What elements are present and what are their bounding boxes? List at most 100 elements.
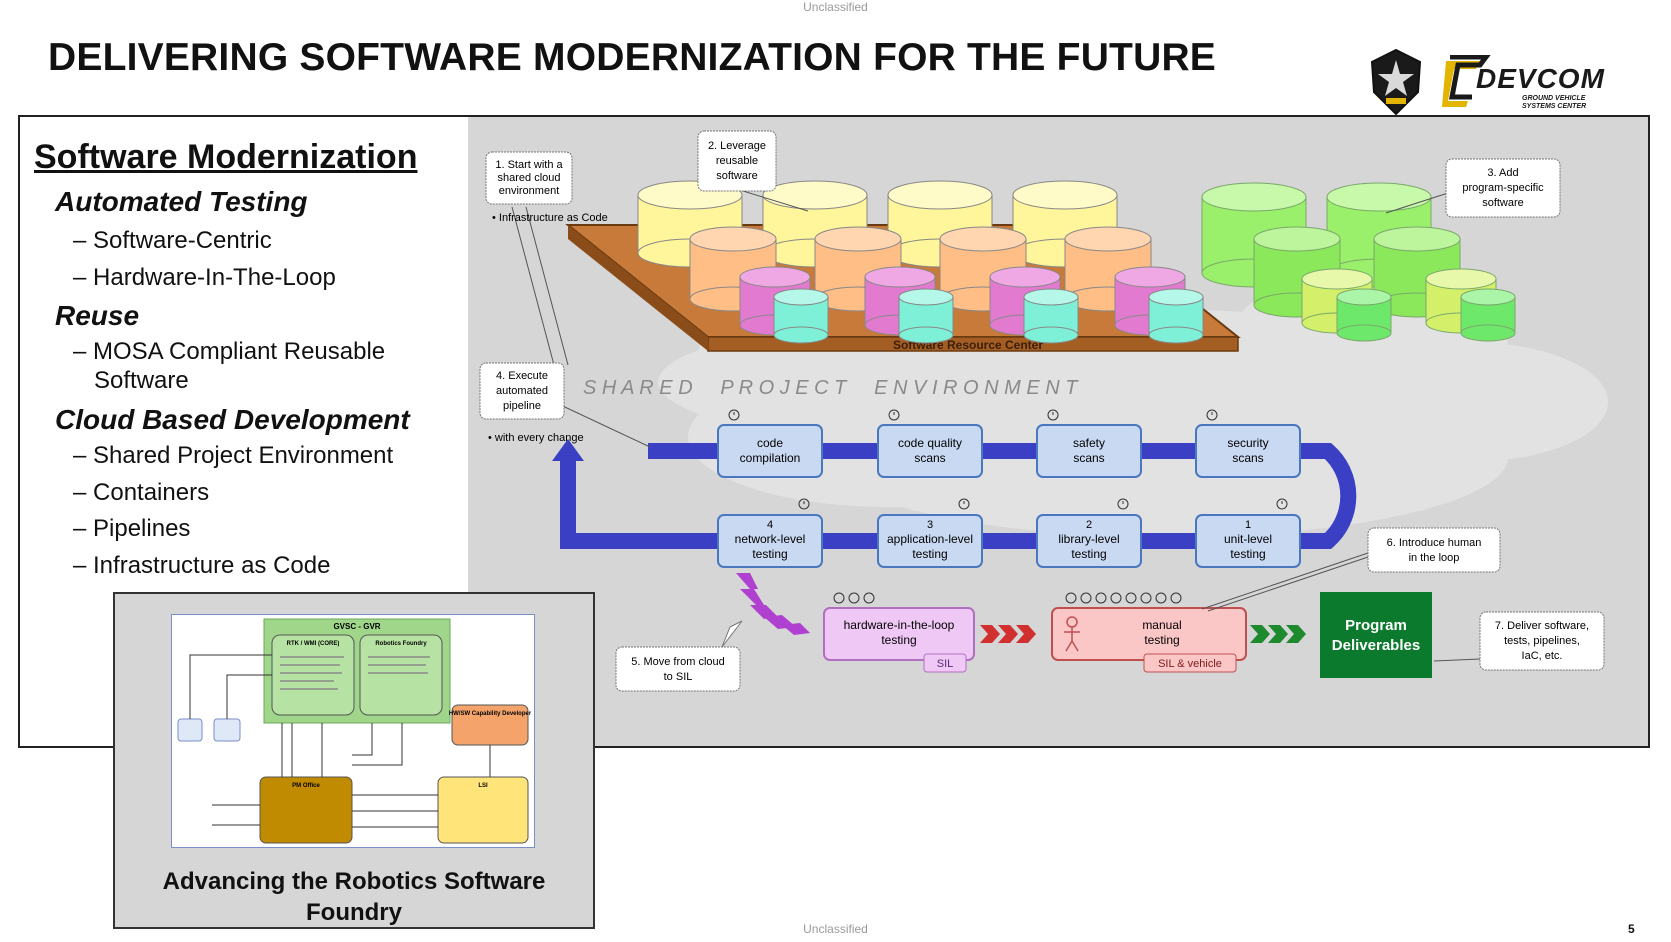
stage-label: scans xyxy=(914,451,945,465)
program-deliverables-box: Program Deliverables xyxy=(1320,592,1432,678)
devcom-logo-mark xyxy=(1442,54,1491,107)
stage-library-level-testing: 2 library-level testing xyxy=(1036,514,1142,568)
stopwatch-icon xyxy=(798,498,810,510)
callout-7: 7. Deliver software, tests, pipelines, I… xyxy=(1433,611,1605,671)
stopwatch-icon xyxy=(1117,498,1129,510)
section-automated-testing: Automated Testing xyxy=(55,186,308,217)
callout-5: 5. Move from cloud to SIL xyxy=(615,620,743,692)
stage-label: testing xyxy=(1230,547,1265,561)
reusable-software-cylinders xyxy=(637,180,1204,344)
stopwatch-icon xyxy=(1110,592,1122,604)
callout-text: automated xyxy=(496,385,548,397)
stopwatch-icon xyxy=(863,592,875,604)
cylinder-cyan xyxy=(773,288,829,344)
org-right-box-label: Robotics Foundry xyxy=(375,641,427,647)
stopwatch-icon xyxy=(1095,592,1107,604)
sil-vehicle-tag: SIL & vehicle xyxy=(1158,658,1222,670)
stage-number: 4 xyxy=(767,519,773,531)
callouts: 1. Start with a shared cloud environment… xyxy=(479,130,1605,692)
software-modernization-heading: Software Modernization xyxy=(34,138,418,176)
list-item: – MOSA Compliant Reusable xyxy=(73,338,386,365)
stopwatch-icon xyxy=(1080,592,1092,604)
stage-network-level-testing: 4 network-level testing xyxy=(717,514,823,568)
slide-title: DELIVERING SOFTWARE MODERNIZATION FOR TH… xyxy=(48,36,1217,79)
section-cloud-development: Cloud Based Development xyxy=(55,404,410,435)
callout-text: 1. Start with a xyxy=(495,159,563,171)
pipeline-bottom-row: 4 network-level testing 3 application-le… xyxy=(717,514,1301,568)
inset-caption-line1: Advancing the Robotics Software xyxy=(162,868,546,895)
stage-label: testing xyxy=(1071,547,1106,561)
callout-text: 6. Introduce human xyxy=(1387,537,1482,549)
hil-label: testing xyxy=(881,633,916,647)
stage-label: testing xyxy=(752,547,787,561)
devcom-logo-subtext: GROUND VEHICLE SYSTEMS CENTER xyxy=(1522,95,1587,110)
stopwatch-icon xyxy=(888,409,900,421)
hil-label: hardware-in-the-loop xyxy=(844,618,955,632)
callout-bullet: • Infrastructure as Code xyxy=(492,212,608,224)
stage-code-quality-scans: code quality scans xyxy=(877,424,983,478)
callout-text: in the loop xyxy=(1409,552,1460,564)
stage-label: security xyxy=(1227,436,1268,450)
stage-safety-scans: safety scans xyxy=(1036,424,1142,478)
stopwatch-icon xyxy=(1155,592,1167,604)
callout-text: pipeline xyxy=(503,400,541,412)
cylinder-green xyxy=(1460,288,1516,342)
inset-caption: Advancing the Robotics Software Foundry xyxy=(113,866,595,928)
stage-label: application-level xyxy=(887,532,973,546)
callout-4: 4. Execute automated pipeline • with eve… xyxy=(479,362,651,448)
callout-text: software xyxy=(1482,197,1524,209)
org-left-box-label: RTK / WMI (CORE) xyxy=(287,641,340,647)
manual-label: testing xyxy=(1144,633,1179,647)
stopwatch-icon xyxy=(1065,592,1077,604)
sil-tag: SIL xyxy=(937,658,954,670)
shared-environment-label: S H A R E D P R O J E C T E N V I R O N … xyxy=(583,377,1079,399)
callout-text: 5. Move from cloud xyxy=(631,656,725,668)
stopwatch-icon xyxy=(848,592,860,604)
org-chart-thumbnail: GVSC - GVR RTK / WMI (CORE) Robotics Fou… xyxy=(171,614,535,848)
callout-text: 2. Leverage xyxy=(708,140,766,152)
stopwatch-icon xyxy=(1140,592,1152,604)
pipeline-diagram: Software Resource Center S H A R E D xyxy=(479,130,1608,692)
callout-text: software xyxy=(716,170,758,182)
list-item: – Infrastructure as Code xyxy=(73,552,331,579)
callout-text: tests, pipelines, xyxy=(1504,635,1580,647)
program-specific-cylinders xyxy=(1201,182,1516,342)
stage-unit-level-testing: 1 unit-level testing xyxy=(1195,514,1301,568)
org-chart-graphic: GVSC - GVR RTK / WMI (CORE) Robotics Fou… xyxy=(177,618,532,844)
org-pm-label: PM Office xyxy=(292,783,320,789)
stage-label: testing xyxy=(912,547,947,561)
callout-text: environment xyxy=(499,185,560,197)
callout-bullet: • with every change xyxy=(488,432,584,444)
section-reuse: Reuse xyxy=(55,300,140,331)
hil-testing-box: hardware-in-the-loop testing SIL xyxy=(823,607,975,673)
stopwatch-icon xyxy=(728,409,740,421)
green-chevrons xyxy=(1250,625,1306,643)
list-item: – Software-Centric xyxy=(73,227,272,254)
list-item: – Pipelines xyxy=(73,515,191,542)
stopwatch-icon xyxy=(1206,409,1218,421)
army-star-logo xyxy=(1370,48,1422,116)
stage-label: safety xyxy=(1073,436,1105,450)
stopwatch-icon xyxy=(1276,498,1288,510)
callout-text: 3. Add xyxy=(1487,167,1518,179)
list-item: – Hardware-In-The-Loop xyxy=(73,264,336,291)
stage-label: library-level xyxy=(1058,532,1119,546)
stage-label: scans xyxy=(1073,451,1104,465)
list-item: Software xyxy=(94,367,189,394)
callout-text: 4. Execute xyxy=(496,370,548,382)
inset-caption-line2: Foundry xyxy=(306,899,402,926)
cylinder-cyan xyxy=(1148,288,1204,344)
list-item: – Containers xyxy=(73,479,210,506)
callout-2: 2. Leverage reusable software xyxy=(697,130,809,212)
stage-label: code quality xyxy=(898,436,962,450)
classification-top: Unclassified xyxy=(803,0,868,14)
stage-number: 2 xyxy=(1086,519,1092,531)
callout-text: shared cloud xyxy=(498,172,561,184)
deliverables-label: Deliverables xyxy=(1332,637,1420,654)
stage-code-compilation: code compilation xyxy=(717,424,823,478)
person-icon xyxy=(1064,616,1080,652)
cylinder-cyan xyxy=(898,288,954,344)
stage-label: compilation xyxy=(740,451,801,465)
stage-number: 1 xyxy=(1245,519,1251,531)
devcom-logo-text: DEVCOM xyxy=(1476,63,1605,94)
